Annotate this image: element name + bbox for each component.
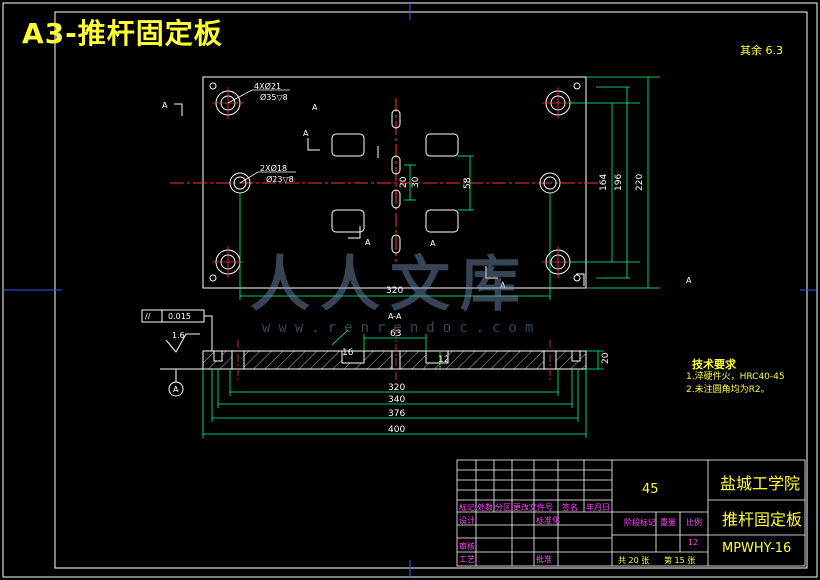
tb-sheet-no: 第 15 张 bbox=[664, 556, 696, 565]
tb-h-mark: 标记 bbox=[459, 503, 475, 512]
watermark-text: 人人文库 bbox=[250, 250, 530, 320]
roughness-note: 其余 6.3 bbox=[740, 44, 783, 57]
dim-20: 20 bbox=[399, 176, 409, 188]
svg-text:A: A bbox=[162, 101, 168, 110]
tb-h-doc: 更改文件号 bbox=[513, 503, 553, 512]
tb-r-design: 设计 bbox=[459, 516, 475, 525]
tech-line-2: 2.未注圆角均为R2。 bbox=[686, 385, 770, 395]
tb-h-sign: 签名 bbox=[562, 503, 578, 512]
dim-b340: 340 bbox=[388, 395, 405, 405]
tb-school: 盐城工学院 bbox=[720, 474, 801, 493]
tb-material: 45 bbox=[642, 482, 659, 497]
tol-symbol: // bbox=[145, 312, 151, 321]
tb-h-zone: 分区 bbox=[495, 503, 511, 512]
tb-h-date: 年月日 bbox=[586, 503, 610, 512]
svg-text:A: A bbox=[303, 129, 309, 138]
tb-r-proc: 工艺 bbox=[459, 555, 475, 564]
large-hole-note: 4XØ21 bbox=[254, 81, 281, 91]
watermark-url: www.renrendoc.com bbox=[262, 320, 542, 336]
tb-r-approve: 批准 bbox=[536, 555, 552, 564]
svg-text:A: A bbox=[365, 238, 371, 247]
tb-h-count: 处数 bbox=[477, 503, 493, 512]
tol-value: 0.015 bbox=[168, 312, 191, 321]
tb-part-name: 推杆固定板 bbox=[722, 510, 803, 529]
tb-r-check: 审核 bbox=[459, 542, 475, 551]
dim-b400: 400 bbox=[388, 425, 405, 435]
tb-c-scale: 比例 bbox=[686, 518, 702, 527]
svg-text:A: A bbox=[312, 103, 318, 112]
dim-30: 30 bbox=[411, 176, 421, 188]
tb-c-stage: 阶段标记 bbox=[624, 518, 656, 527]
svg-text:A: A bbox=[500, 281, 506, 290]
dim-12: 12 bbox=[438, 355, 449, 365]
rough-value: 1.6 bbox=[172, 331, 185, 340]
section-label: A-A bbox=[388, 312, 402, 321]
svg-text:A: A bbox=[686, 276, 692, 285]
dim-top-320: 320 bbox=[386, 286, 403, 296]
tech-heading: 技术要求 bbox=[692, 358, 736, 371]
dim-58: 58 bbox=[463, 177, 473, 189]
tech-requirements: 技术要求 1.淬硬件火，HRC40-45 2.未注圆角均为R2。 bbox=[686, 358, 785, 397]
drawing-title: A3-推杆固定板 bbox=[22, 17, 223, 50]
title-block bbox=[456, 459, 806, 567]
dim-b376: 376 bbox=[388, 409, 405, 419]
datum-label: A bbox=[173, 385, 179, 394]
tech-line-1: 1.淬硬件火，HRC40-45 bbox=[686, 372, 785, 382]
dim-b320: 320 bbox=[388, 383, 405, 393]
tb-drawing-code: MPWHY-16 bbox=[722, 541, 792, 556]
tb-c-weight: 重量 bbox=[660, 518, 676, 527]
svg-text:A: A bbox=[430, 239, 436, 248]
tb-r-std: 标准化 bbox=[536, 516, 560, 525]
dim-20-right: 20 bbox=[601, 352, 611, 364]
tb-scale-value: 12 bbox=[688, 538, 699, 547]
small-hole-cb-note: Ø23▽8 bbox=[266, 174, 294, 184]
small-hole-note: 2XØ18 bbox=[260, 163, 287, 173]
dim-16: 16 bbox=[342, 348, 354, 358]
large-hole-cb-note: Ø35▽8 bbox=[260, 92, 288, 102]
dim-63: 63 bbox=[390, 329, 401, 339]
dim-220: 220 bbox=[635, 174, 645, 191]
dim-164: 164 bbox=[599, 174, 609, 191]
tb-sheets: 共 20 张 bbox=[618, 556, 650, 565]
dim-196: 196 bbox=[614, 174, 624, 191]
